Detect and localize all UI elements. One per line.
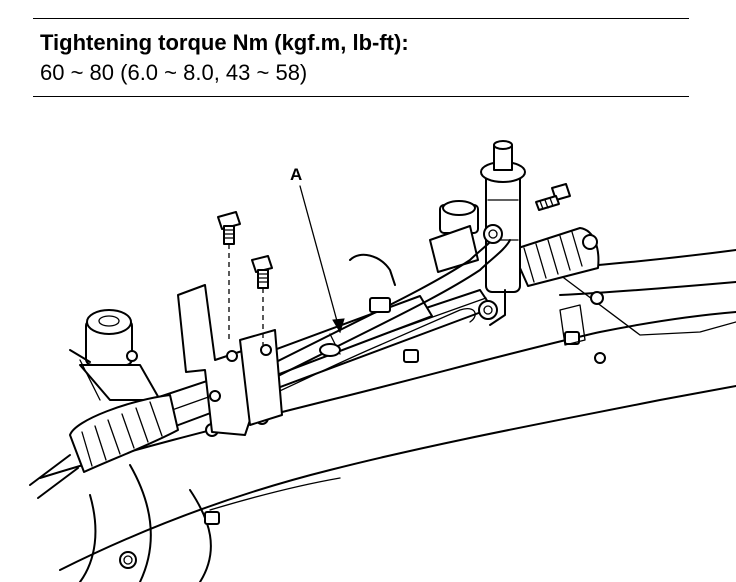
left-bellows-boot xyxy=(29,394,179,499)
left-mount-bushing xyxy=(79,309,161,401)
callout-a-label: A xyxy=(290,165,302,184)
left-mounting-bracket xyxy=(177,284,283,436)
left-tie-rod xyxy=(69,349,101,401)
pinion-valve-housing xyxy=(429,140,526,293)
torque-spec-title: Tightening torque Nm (kgf.m, lb-ft): xyxy=(40,30,409,55)
torque-spec-value: 60 ~ 80 (6.0 ~ 8.0, 43 ~ 58) xyxy=(40,60,308,85)
bottom-rule xyxy=(33,96,689,97)
callout-a: A xyxy=(290,165,345,334)
bolt-right xyxy=(535,183,571,211)
top-rule xyxy=(33,18,689,19)
bolt-left-upper xyxy=(217,211,241,340)
subframe xyxy=(39,249,736,582)
right-bellows-boot xyxy=(511,227,600,287)
bolt-left-lower xyxy=(251,255,273,345)
hydraulic-lines xyxy=(229,229,511,401)
steering-gear-diagram: A xyxy=(29,140,736,582)
pinion-fittings xyxy=(478,224,506,326)
mounting-bolts xyxy=(217,183,571,345)
